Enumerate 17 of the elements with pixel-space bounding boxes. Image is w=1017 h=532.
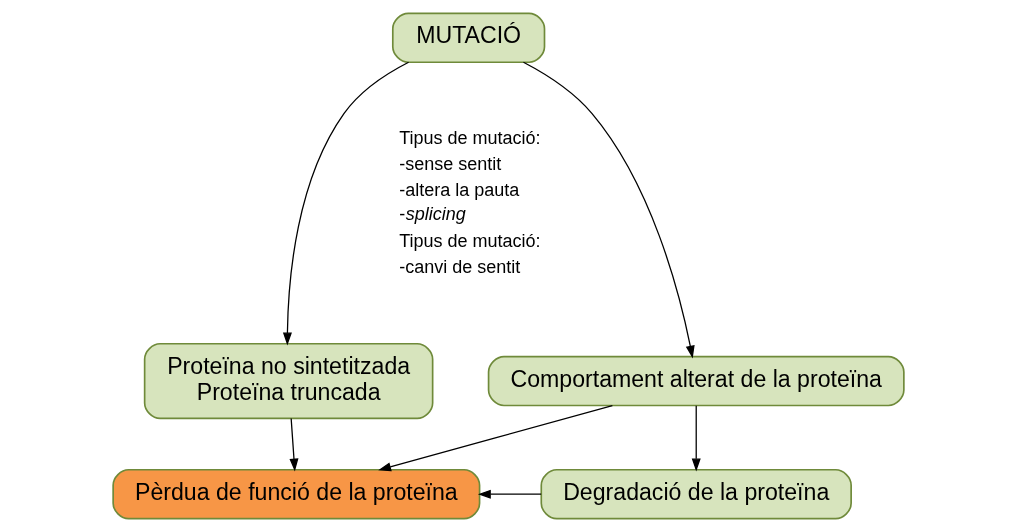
node-box: Degradació de la proteïna <box>540 468 852 520</box>
arrow <box>282 61 410 346</box>
arrow <box>289 417 299 472</box>
label: -splicing <box>399 203 466 224</box>
arrow <box>378 404 614 472</box>
node-box: Proteïna no sintetitzada Proteïna truncada <box>143 342 434 420</box>
label: Tipus de mutació: <box>399 230 541 251</box>
arrow <box>522 61 695 359</box>
arrow <box>691 405 701 472</box>
node-box: MUTACIÓ <box>391 12 546 64</box>
arrow <box>477 489 542 499</box>
label: -altera la pauta <box>399 179 520 200</box>
label: -canvi de sentit <box>399 256 521 277</box>
node-box: Comportament alterat de la proteïna <box>487 355 905 407</box>
label: Tipus de mutació: <box>399 128 541 149</box>
node-box: Pèrdua de funció de la proteïna <box>112 468 481 520</box>
label: -sense sentit <box>399 153 502 174</box>
